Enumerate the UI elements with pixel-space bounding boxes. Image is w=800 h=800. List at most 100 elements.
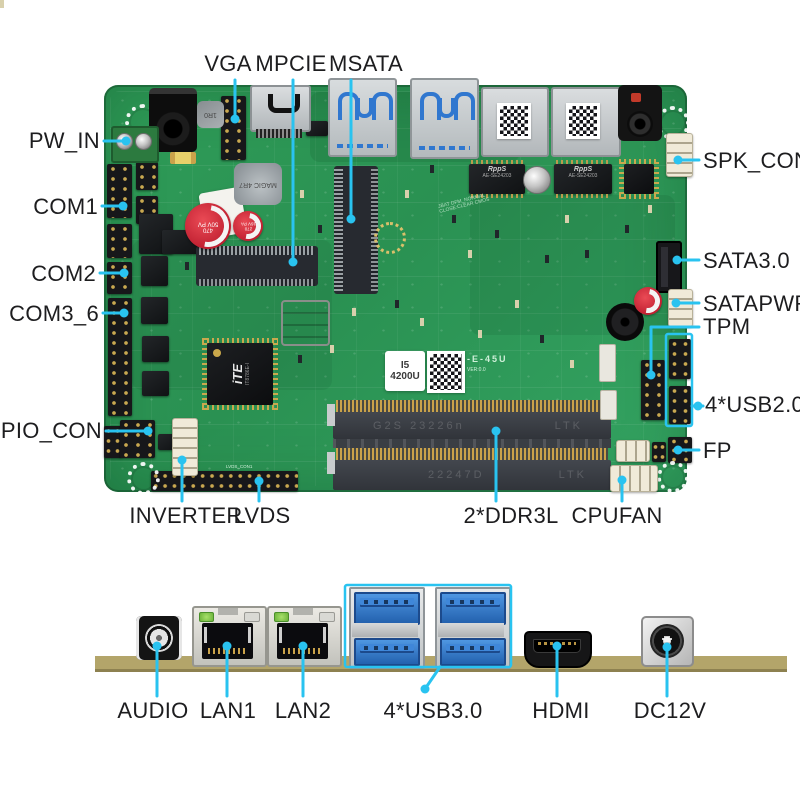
- ic-chip: [142, 336, 169, 362]
- jack-marker: [631, 93, 641, 102]
- cpufan-connector: [610, 465, 658, 492]
- jack-barrel: [627, 111, 653, 137]
- inductor-big: MAGIC 4R7: [234, 163, 282, 205]
- lan-tab: [293, 608, 313, 615]
- sim-slot: [281, 300, 330, 346]
- ddr-latch: [600, 390, 617, 420]
- usb-glyph: [372, 92, 393, 120]
- sata-connector: [656, 241, 682, 293]
- com2-header: [107, 262, 132, 294]
- lan-socket: [202, 623, 253, 659]
- label-lvds: LVDS: [233, 503, 291, 528]
- chip-brand: RppS: [487, 166, 507, 173]
- qr-label: [427, 351, 465, 393]
- com3-6-header: [108, 298, 132, 416]
- hdmi-top-pins: [256, 129, 302, 138]
- chip-brand: RppS: [573, 166, 593, 173]
- qr-label: [497, 103, 531, 139]
- tantalum-cap: [170, 152, 196, 164]
- label-pw-in: PW_IN: [28, 128, 100, 153]
- label-ddr3l: 2*DDR3L: [463, 503, 559, 528]
- capacitor-big: 470 50V PV: [185, 203, 231, 249]
- usb3-top-port-2: [410, 78, 479, 159]
- lvds-silkscreen: LVDS_CON1: [226, 464, 253, 469]
- label-lan2: LAN2: [274, 698, 332, 723]
- audio-jack-barrel: [145, 624, 173, 652]
- label-gpio-con: GPIO_CON: [0, 418, 102, 443]
- audio-codec-chip: [619, 159, 659, 199]
- board-ver-silk: VER:0.0: [467, 367, 486, 373]
- label-msata: MSATA: [328, 51, 404, 76]
- label-spk-con: SPK_CON: [703, 148, 800, 173]
- jumper-block: [136, 162, 158, 190]
- usb3-port: [440, 592, 506, 625]
- standoff-screw: [523, 166, 551, 194]
- hdmi-top-port: [250, 85, 311, 132]
- ddr-marking: LTK: [558, 469, 587, 481]
- pad-ring: [374, 222, 406, 254]
- label-sata3: SATA3.0: [703, 248, 790, 273]
- lan-tab: [218, 608, 238, 615]
- audio-jack-top: [618, 85, 662, 141]
- label-audio: AUDIO: [117, 698, 189, 723]
- inductor-small: 1R0: [197, 101, 224, 128]
- chip-part: AE-SE24203: [482, 173, 512, 179]
- ic-chip: [141, 256, 168, 286]
- usb3-stack-2: [435, 587, 511, 669]
- label-usb3: 4*USB3.0: [383, 698, 483, 723]
- usb3-stack-1: [349, 587, 425, 669]
- label-tpm: TPM: [703, 314, 751, 339]
- lvds-header: [151, 471, 298, 491]
- gpio-con-header: [120, 420, 155, 458]
- usb3-port: [440, 638, 506, 666]
- label-vga: VGA: [204, 51, 252, 76]
- pin-header: [104, 426, 122, 458]
- small-ic: [306, 121, 328, 136]
- ddr-marking: LTK: [554, 420, 583, 432]
- label-hdmi: HDMI: [532, 698, 590, 723]
- label-com2: COM2: [31, 261, 96, 286]
- chip-part: AE-SE24203: [568, 173, 598, 179]
- super-io-chip: iTE IT8786E-I: [202, 338, 278, 410]
- ddr-pinrow-2: [336, 448, 608, 460]
- spk-con-connector: [666, 133, 693, 177]
- hdmi-port: [524, 631, 592, 668]
- lan2-port: [267, 606, 342, 667]
- usb3-port: [354, 638, 420, 666]
- label-inverter: INVERTER: [129, 503, 243, 528]
- usb2-header-1: [669, 339, 691, 379]
- dc-jack: [641, 616, 694, 667]
- lan-led-green: [199, 612, 214, 622]
- smd-components: [0, 0, 4, 8]
- label-usb2: 4*USB2.0: [705, 392, 800, 417]
- mpcie-socket: [196, 246, 318, 286]
- label-lan1: LAN1: [199, 698, 257, 723]
- usb3-top-port-1: [328, 78, 397, 157]
- label-cpufan: CPUFAN: [571, 503, 663, 528]
- vga-header: [221, 96, 246, 160]
- fp-header: [668, 437, 692, 463]
- label-fp: FP: [703, 438, 732, 463]
- lan-led-right: [244, 612, 260, 622]
- hdmi-pins: [538, 642, 576, 645]
- satapwr-connector: [668, 289, 693, 327]
- dc-jack-barrel: [650, 624, 684, 658]
- ddr-divider: [333, 439, 611, 448]
- usb-divider: [438, 623, 504, 637]
- tpm-header: [641, 360, 665, 420]
- capacitor-small: [634, 287, 662, 315]
- mounting-hole: [127, 462, 160, 495]
- ddr-marking: 22247D: [428, 469, 485, 481]
- jumper-block: [652, 442, 666, 462]
- cap-text: 270 16V PA: [240, 222, 256, 232]
- msata-socket: [334, 166, 378, 294]
- cpu-model-line2: 4200U: [390, 371, 420, 382]
- label-com3-6: COM3_6: [9, 301, 99, 326]
- ic-chip: [142, 371, 169, 396]
- usb2-header-2: [669, 386, 691, 424]
- board-model-silk: -E-45U: [467, 354, 508, 364]
- terminal-screw: [116, 133, 133, 150]
- ddr-slot-1: G2S 23226n LTK: [333, 412, 611, 439]
- terminal-screw: [135, 133, 152, 150]
